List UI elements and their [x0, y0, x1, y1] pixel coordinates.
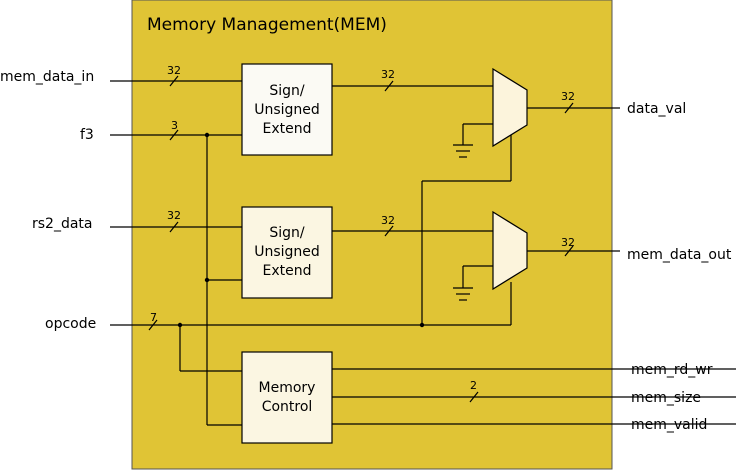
ext1-line2: Unsigned — [254, 102, 320, 118]
width-slash-ext1-mux1 — [384, 80, 394, 92]
mux-2 — [492, 210, 528, 291]
width-slash-f3 — [169, 129, 179, 141]
mem-module — [131, 0, 613, 470]
sign-extend-block-2 — [241, 206, 333, 299]
width-slash-mem-size — [469, 391, 479, 403]
ground-icon-mux2 — [453, 265, 493, 301]
memctrl-line2: Control — [262, 399, 313, 415]
width-mem-data-out: 32 — [561, 236, 575, 249]
ext1-line1: Sign/ — [269, 83, 305, 99]
width-ext1-mux1: 32 — [381, 68, 395, 81]
width-mem-size: 2 — [470, 379, 477, 392]
junction-f3 — [204, 132, 210, 138]
memctrl-line1: Memory — [259, 380, 316, 396]
ground-icon-mux1 — [453, 123, 493, 158]
width-data-val: 32 — [561, 90, 575, 103]
label-mem-size: mem_size — [631, 390, 701, 406]
width-ext2-mux2: 32 — [381, 214, 395, 227]
label-f3: f3 — [80, 127, 94, 143]
sign-extend-block-1 — [241, 63, 333, 156]
ext2-line3: Extend — [263, 263, 312, 279]
label-mem-data-in: mem_data_in — [0, 69, 94, 85]
width-slash-data-val — [564, 102, 574, 114]
label-mem-rd-wr: mem_rd_wr — [631, 362, 713, 378]
width-slash-rs2-data — [169, 221, 179, 233]
junction-f3-ext2 — [204, 277, 210, 283]
label-mem-data-out: mem_data_out — [627, 247, 732, 263]
label-rs2-data: rs2_data — [32, 216, 93, 232]
width-opcode: 7 — [150, 311, 157, 324]
mux-1 — [492, 67, 528, 148]
width-slash-mem-data-out — [564, 245, 574, 257]
ext2-line1: Sign/ — [269, 225, 305, 241]
width-slash-opcode — [148, 319, 158, 331]
ext2-line2: Unsigned — [254, 244, 320, 260]
width-rs2-data: 32 — [167, 209, 181, 222]
width-slash-mem-data-in — [169, 75, 179, 87]
memory-control-block — [241, 351, 333, 444]
module-title: Memory Management(MEM) — [147, 15, 387, 35]
label-data-val: data_val — [627, 101, 686, 117]
width-f3: 3 — [171, 119, 178, 132]
label-opcode: opcode — [45, 316, 96, 332]
ext1-line3: Extend — [263, 121, 312, 137]
width-mem-data-in: 32 — [167, 64, 181, 77]
label-mem-valid: mem_valid — [631, 417, 707, 433]
width-slash-ext2-mux2 — [384, 225, 394, 237]
